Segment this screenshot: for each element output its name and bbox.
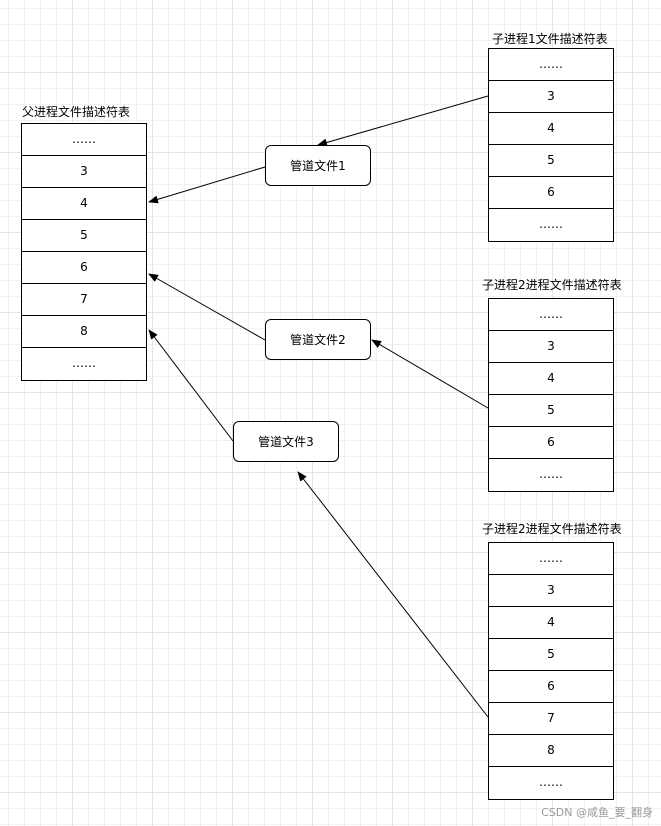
arrow-pipe3-to-parent-8 xyxy=(148,329,234,442)
fd-cell: 8 xyxy=(489,735,613,767)
fd-cell: …… xyxy=(539,467,563,481)
pipe-file-1: 管道文件1 xyxy=(265,145,371,186)
fd-cell: 3 xyxy=(489,81,613,113)
fd-cell: 4 xyxy=(489,113,613,145)
arrow-pipe2-to-parent-6 xyxy=(148,273,266,341)
child1-table-title: 子进程1文件描述符表 xyxy=(492,32,608,46)
pipe-file-3: 管道文件3 xyxy=(233,421,339,462)
fd-cell: 4 xyxy=(489,363,613,395)
pipe-file-2-label: 管道文件2 xyxy=(290,333,346,347)
child2b-table-title: 子进程2进程文件描述符表 xyxy=(482,522,622,536)
fd-cell: 3 xyxy=(22,156,146,188)
pipe-file-2: 管道文件2 xyxy=(265,319,371,360)
arrow-pipe1-to-parent-4 xyxy=(148,166,266,204)
watermark: CSDN @咸鱼_要_翻身 xyxy=(541,806,653,819)
fd-cell: 6 xyxy=(489,671,613,703)
fd-cell: 5 xyxy=(489,395,613,427)
pipe-file-3-label: 管道文件3 xyxy=(258,435,314,449)
fd-cell: 6 xyxy=(489,427,613,459)
fd-cell: 8 xyxy=(22,316,146,348)
parent-fd-table: …… 3 4 5 6 7 8 …… xyxy=(21,123,147,381)
child2b-fd-table: …… 3 4 5 6 7 8 …… xyxy=(488,542,614,800)
fd-cell: 3 xyxy=(489,575,613,607)
fd-cell: …… xyxy=(489,299,613,331)
fd-cell: 3 xyxy=(489,331,613,363)
fd-cell: 7 xyxy=(22,284,146,316)
fd-cell: …… xyxy=(539,217,563,231)
pipe-file-1-label: 管道文件1 xyxy=(290,159,346,173)
parent-table-title: 父进程文件描述符表 xyxy=(22,105,131,119)
child2a-fd-table: …… 3 4 5 6 …… xyxy=(488,298,614,492)
fd-cell: 5 xyxy=(489,639,613,671)
arrow-child1-to-pipe1 xyxy=(317,95,489,147)
fd-cell: 5 xyxy=(489,145,613,177)
fd-cell: …… xyxy=(489,49,613,81)
fd-cell: 6 xyxy=(22,252,146,284)
child2a-table-title: 子进程2进程文件描述符表 xyxy=(482,278,622,292)
arrow-child2a-to-pipe2 xyxy=(371,339,489,409)
fd-cell: …… xyxy=(72,356,96,370)
fd-cell: …… xyxy=(22,124,146,156)
fd-cell: 4 xyxy=(489,607,613,639)
arrow-child2b-to-pipe3 xyxy=(297,471,489,718)
fd-cell: 4 xyxy=(22,188,146,220)
fd-cell: 6 xyxy=(489,177,613,209)
child1-fd-table: …… 3 4 5 6 …… xyxy=(488,48,614,242)
fd-cell: …… xyxy=(539,775,563,789)
fd-cell: 7 xyxy=(489,703,613,735)
fd-cell: 5 xyxy=(22,220,146,252)
fd-cell: …… xyxy=(489,543,613,575)
